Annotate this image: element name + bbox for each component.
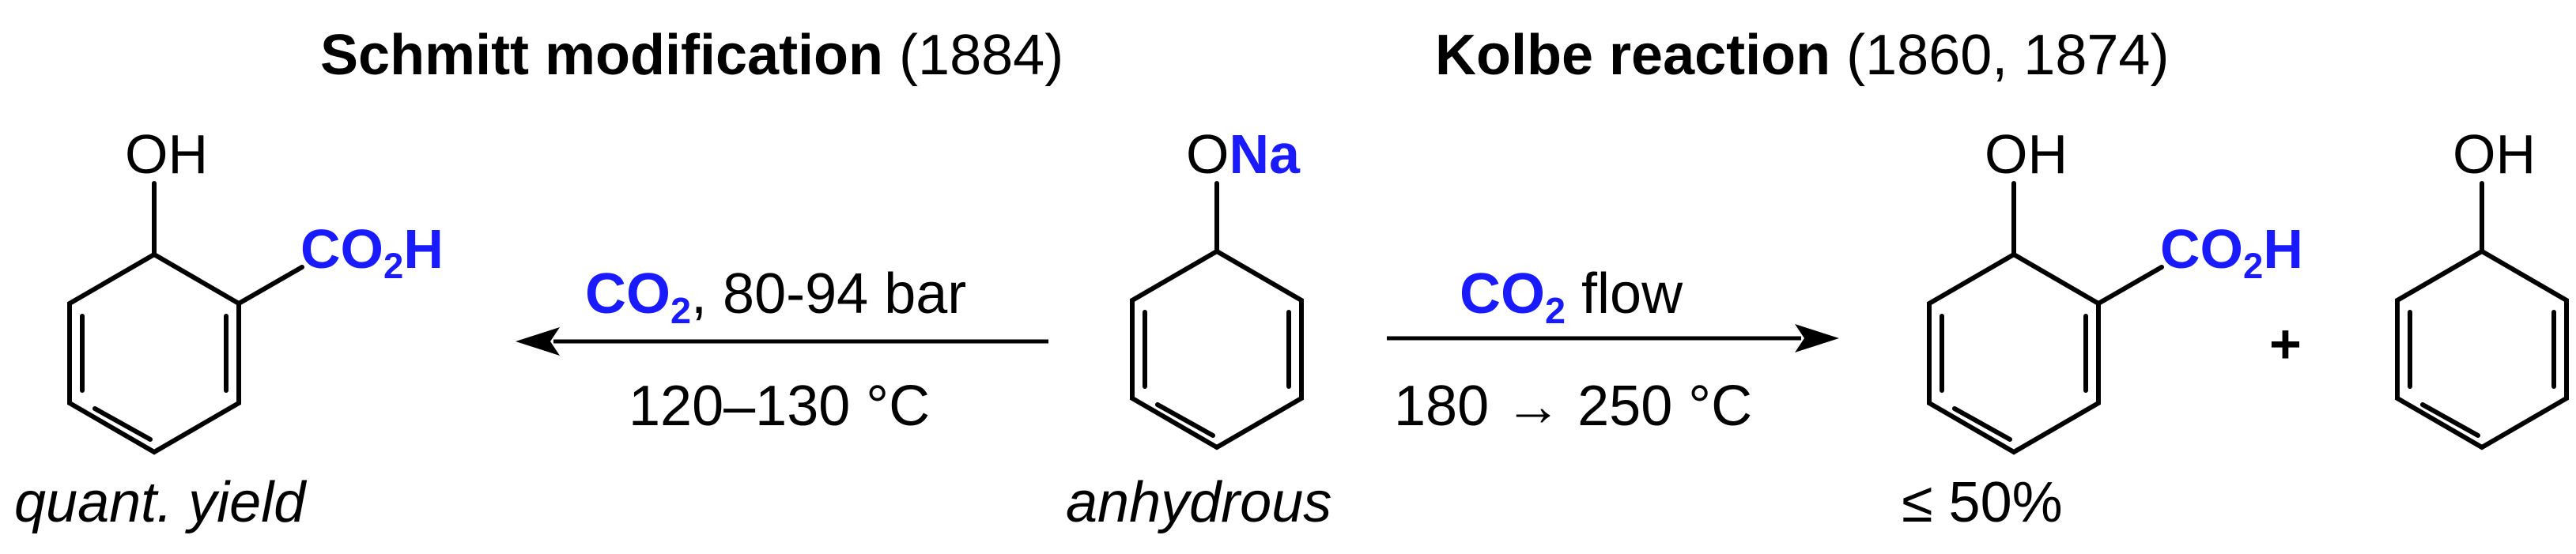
kolbe-header: Kolbe reaction (1860, 1874) <box>1435 27 2169 84</box>
anhydrous-caption: anhydrous <box>1066 471 1332 534</box>
left-co2h-sub: 2 <box>383 245 404 286</box>
right-arrow-above-text: CO2 flow <box>1460 266 1683 329</box>
schmitt-header: Schmitt modification (1884) <box>320 27 1063 84</box>
right-arrow-temperature: 180 → 250 °C <box>1394 375 1753 438</box>
right-co2h-label: CO2H <box>2160 218 2303 284</box>
schmitt-title: Schmitt modification <box>320 24 884 87</box>
phenoxide-o: O <box>1186 123 1229 185</box>
kolbe-year: (1860, 1874) <box>1846 24 2170 87</box>
salicylic-acid-left-structure <box>67 181 304 455</box>
left-arrow-above-text: CO2, 80-94 bar <box>585 266 966 329</box>
left-reaction-arrow <box>516 327 1048 356</box>
left-arrow-co2-co: CO <box>585 262 670 326</box>
right-arrow-co2-co: CO <box>1460 262 1545 326</box>
right-yield-caption: ≤ 50% <box>1902 471 2063 534</box>
right-co2h-sub: 2 <box>2243 245 2264 286</box>
right-arrow-co2: CO2 <box>1460 262 1566 329</box>
sodium-phenoxide-structure <box>1130 181 1304 450</box>
kolbe-title: Kolbe reaction <box>1435 24 1831 87</box>
phenol-oh-label: OH <box>2453 123 2536 185</box>
left-arrow-co2-sub: 2 <box>670 290 692 332</box>
left-yield-caption: quant. yield <box>14 471 306 534</box>
right-arrow-flow: flow <box>1566 262 1683 326</box>
plus-sign: + <box>2269 313 2302 375</box>
right-oh-label: OH <box>1985 123 2068 185</box>
salicylic-acid-right-structure <box>1927 181 2164 455</box>
left-arrow-temperature: 120–130 °C <box>629 375 931 438</box>
left-co2h-label: CO2H <box>300 218 444 284</box>
left-arrow-pressure: , 80-94 bar <box>691 262 967 326</box>
phenol-byproduct-structure <box>2395 181 2569 450</box>
left-co2h-h: H <box>403 218 444 280</box>
schmitt-year: (1884) <box>899 24 1064 87</box>
left-co2h-co: CO <box>300 218 383 280</box>
phenoxide-o-na-label: ONa <box>1186 126 1300 182</box>
left-arrow-co2: CO2 <box>585 262 691 329</box>
left-oh-label: OH <box>125 123 208 185</box>
phenoxide-na: Na <box>1229 123 1300 185</box>
right-arrow-co2-sub: 2 <box>1545 290 1566 332</box>
right-co2h-h: H <box>2263 218 2303 280</box>
right-co2h-co: CO <box>2160 218 2243 280</box>
right-reaction-arrow <box>1387 324 1839 352</box>
